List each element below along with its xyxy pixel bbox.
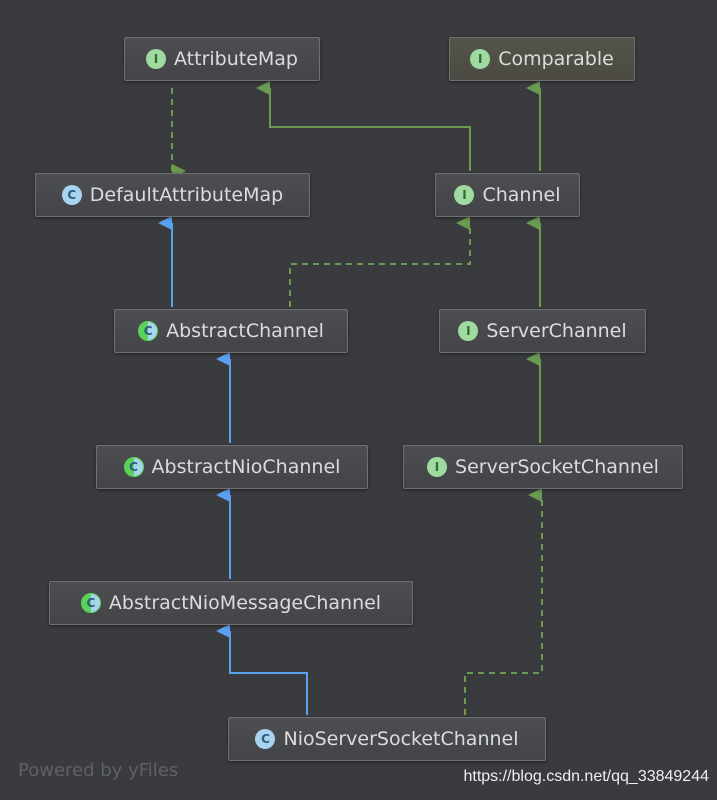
interface-icon: I [458, 321, 479, 341]
edge-nioserversocketchannel-to-abstractniomessagechannel [216, 624, 308, 715]
node-label: Channel [482, 184, 561, 206]
node-nioserversocketchannel[interactable]: C NioServerSocketChannel [228, 717, 546, 761]
node-label: ServerSocketChannel [455, 456, 659, 478]
node-label: NioServerSocketChannel [283, 728, 519, 750]
node-label: AttributeMap [174, 48, 298, 70]
watermark-text: https://blog.csdn.net/qq_33849244 [463, 768, 709, 785]
node-abstractniomessagechannel[interactable]: C AbstractNioMessageChannel [49, 581, 413, 625]
edge-abstractchannel-to-channel [289, 216, 471, 307]
node-attributemap[interactable]: I AttributeMap [124, 37, 320, 81]
node-comparable[interactable]: I Comparable [449, 37, 635, 81]
node-serverchannel[interactable]: I ServerChannel [439, 309, 646, 353]
class-icon: C [61, 185, 82, 205]
interface-icon: I [470, 49, 491, 69]
node-label: Comparable [498, 48, 614, 70]
node-label: AbstractNioChannel [151, 456, 341, 478]
node-label: ServerChannel [486, 320, 627, 342]
node-abstractchannel[interactable]: C AbstractChannel [114, 309, 348, 353]
node-label: AbstractNioMessageChannel [108, 592, 382, 614]
abstract-class-icon: C [80, 593, 101, 613]
abstract-class-icon: C [138, 321, 159, 341]
node-abstractniochannel[interactable]: C AbstractNioChannel [96, 445, 368, 489]
abstract-class-icon: C [123, 457, 144, 477]
powered-by-label: Powered by yFiles [18, 760, 179, 781]
class-icon: C [255, 729, 276, 749]
edge-channel-to-attributemap [256, 81, 471, 171]
node-channel[interactable]: I Channel [435, 173, 580, 217]
node-defaultattributemap[interactable]: C DefaultAttributeMap [35, 173, 310, 217]
interface-icon: I [427, 457, 448, 477]
interface-icon: I [146, 49, 166, 69]
edge-nioserversocketchannel-to-serversocketchannel [464, 488, 543, 715]
node-label: AbstractChannel [166, 320, 324, 342]
node-label: DefaultAttributeMap [89, 184, 284, 206]
interface-icon: I [454, 185, 475, 205]
node-serversocketchannel[interactable]: I ServerSocketChannel [403, 445, 683, 489]
